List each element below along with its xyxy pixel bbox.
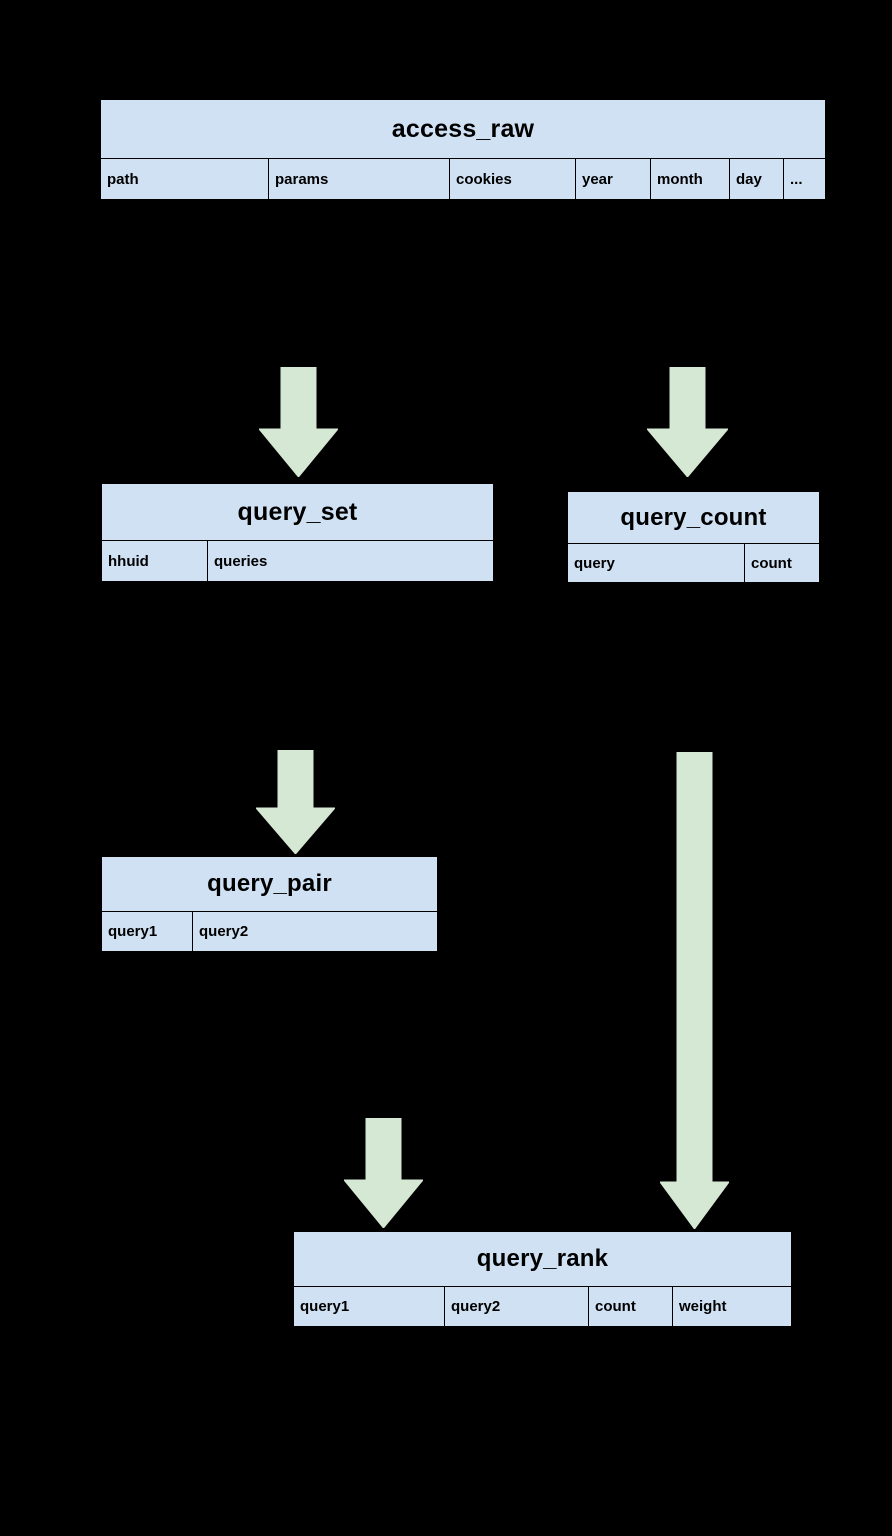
column-count: count [751, 554, 792, 572]
entity-query-pair-columns: query1 query2 [102, 911, 437, 951]
entity-query-rank[interactable]: query_rank query1 query2 count weight [293, 1231, 792, 1327]
entity-query-count-columns: query count [568, 543, 819, 582]
arrow-query-count-to-query-rank [660, 752, 729, 1229]
column-query2: query2 [199, 923, 249, 940]
arrow-query-set-to-query-pair [256, 750, 335, 854]
entity-query-rank-columns: query1 query2 count weight [294, 1286, 791, 1326]
entity-query-set-columns: hhuid queries [102, 540, 493, 581]
column-weight: weight [679, 1298, 727, 1315]
entity-query-set[interactable]: query_set hhuid queries [101, 483, 494, 582]
column-day: day [730, 159, 784, 199]
column-query1: query1 [102, 912, 193, 951]
entity-query-set-title: query_set [237, 497, 358, 526]
column-hhuid: hhuid [102, 541, 208, 581]
entity-access-raw-title: access_raw [391, 114, 535, 143]
column-cookies: cookies [450, 159, 576, 199]
arrow-access-raw-to-query-count [647, 367, 728, 477]
column-query2: query2 [445, 1287, 589, 1326]
column-path: path [101, 159, 269, 199]
column-params: params [269, 159, 450, 199]
entity-query-pair-title: query_pair [207, 870, 332, 897]
arrow-access-raw-to-query-set [259, 367, 338, 477]
column-ellipsis: ... [790, 170, 803, 188]
column-count: count [589, 1287, 673, 1326]
entity-access-raw[interactable]: access_raw path params cookies year mont… [100, 99, 826, 200]
column-queries: queries [214, 552, 268, 570]
entity-query-count-title: query_count [620, 503, 767, 531]
column-query1: query1 [294, 1287, 445, 1326]
entity-query-rank-title: query_rank [476, 1245, 609, 1272]
entity-query-count[interactable]: query_count query count [567, 491, 820, 583]
column-month: month [651, 159, 730, 199]
entity-query-pair[interactable]: query_pair query1 query2 [101, 856, 438, 952]
arrow-query-pair-to-query-rank [344, 1118, 423, 1228]
column-query: query [568, 544, 745, 582]
column-year: year [576, 159, 651, 199]
entity-access-raw-columns: path params cookies year month day ... [101, 158, 825, 199]
